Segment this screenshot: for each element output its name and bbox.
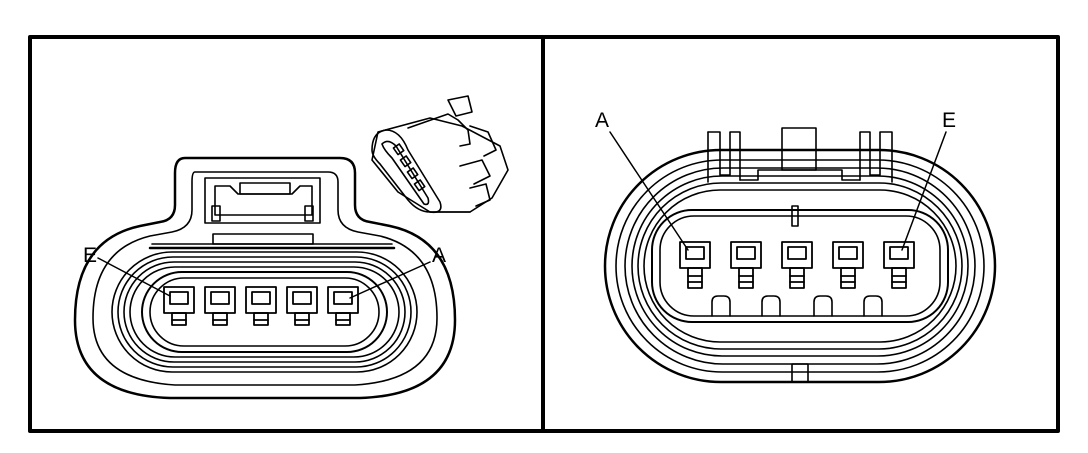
right-leader-lines — [609, 131, 947, 251]
right-panel-connector — [603, 127, 997, 384]
left-label-e: E — [83, 244, 97, 267]
left-panel-pins — [163, 286, 359, 326]
right-pin-c — [781, 241, 813, 289]
connector-perspective-icon — [371, 95, 509, 214]
left-label-a: A — [432, 244, 446, 267]
right-pin-b — [730, 241, 762, 289]
right-label-e: E — [942, 109, 956, 132]
right-panel-pins — [679, 241, 915, 289]
panel-frames — [28, 35, 1060, 433]
left-leader-lines — [97, 257, 431, 299]
right-pin-a — [679, 241, 711, 289]
left-pin-e — [163, 286, 195, 326]
left-pin-a — [327, 286, 359, 326]
left-pin-b — [286, 286, 318, 326]
left-pin-c — [245, 286, 277, 326]
right-pin-e — [883, 241, 915, 289]
right-label-a: A — [595, 109, 609, 132]
right-pin-d — [832, 241, 864, 289]
left-pin-d — [204, 286, 236, 326]
left-panel-connector — [73, 156, 457, 400]
